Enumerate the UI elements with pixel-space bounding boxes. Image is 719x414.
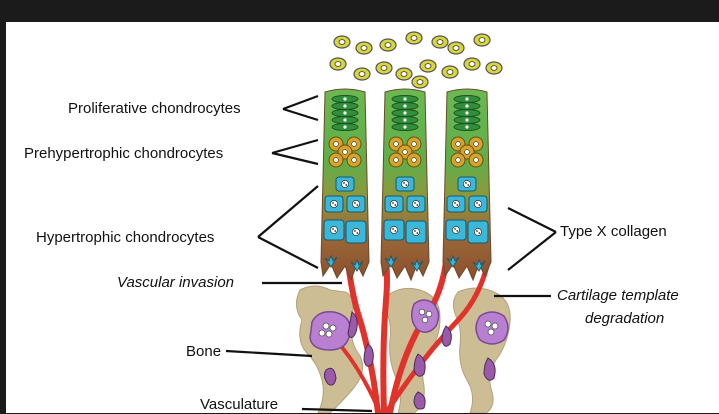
hypertrophic-chondrocyte-icon	[469, 196, 487, 212]
bone-marrow-icon	[412, 300, 439, 332]
resting-chondrocyte-icon	[356, 42, 372, 54]
label-cartilage-template: Cartilage template	[557, 287, 679, 305]
proliferative-chondrocyte-icon	[454, 123, 480, 130]
leader-vasculature	[302, 409, 372, 411]
label-degradation: degradation	[585, 310, 664, 328]
bone-marrow-icon	[476, 312, 508, 344]
prehypertrophic-chondrocyte-icon	[451, 153, 465, 167]
hypertrophic-chondrocyte-icon	[396, 177, 414, 191]
resting-chondrocyte-icon	[442, 66, 458, 78]
leader-hypertrophic	[258, 186, 318, 268]
proliferative-chondrocyte-icon	[392, 109, 418, 116]
hypertrophic-chondrocyte-icon	[458, 177, 476, 191]
hypertrophic-chondrocyte-icon	[346, 221, 366, 243]
leader-bone	[226, 351, 312, 356]
resting-chondrocyte-icon	[464, 58, 480, 70]
hypertrophic-chondrocyte-icon	[447, 196, 465, 212]
proliferative-chondrocyte-icon	[454, 95, 480, 102]
label-type-x-collagen: Type X collagen	[560, 223, 667, 241]
prehypertrophic-chondrocyte-icon	[347, 153, 361, 167]
resting-chondrocyte-icon	[334, 36, 350, 48]
proliferative-chondrocyte-icon	[332, 102, 358, 109]
chondrocyte-column-3	[443, 89, 491, 280]
resting-chondrocyte-icon	[376, 62, 392, 74]
proliferative-chondrocyte-icon	[392, 95, 418, 102]
hypertrophic-chondrocyte-icon	[407, 196, 425, 212]
proliferative-chondrocyte-icon	[454, 116, 480, 123]
resting-chondrocyte-icon	[354, 68, 370, 80]
proliferative-chondrocyte-icon	[454, 109, 480, 116]
label-vasculature: Vasculature	[200, 396, 278, 414]
proliferative-chondrocyte-icon	[332, 116, 358, 123]
hypertrophic-chondrocyte-icon	[325, 196, 343, 212]
vessel-2	[383, 262, 387, 413]
prehypertrophic-chondrocyte-icon	[389, 153, 403, 167]
chondrocyte-columns	[321, 89, 491, 280]
label-prehypertrophic-chondrocytes: Prehypertrophic chondrocytes	[24, 145, 223, 163]
chondrocyte-column-2	[381, 89, 429, 280]
hypertrophic-chondrocyte-icon	[384, 220, 404, 240]
label-hypertrophic-chondrocytes: Hypertrophic chondrocytes	[36, 229, 214, 247]
chondrocyte-column-1	[321, 89, 369, 280]
prehypertrophic-chondrocyte-icon	[469, 153, 483, 167]
hypertrophic-chondrocyte-icon	[324, 220, 344, 240]
resting-chondrocyte-icon	[412, 76, 428, 88]
bone-spicule-right	[453, 288, 510, 413]
proliferative-chondrocyte-icon	[392, 116, 418, 123]
resting-chondrocyte-icon	[406, 32, 422, 44]
resting-chondrocyte-icon	[380, 39, 396, 51]
hypertrophic-chondrocyte-icon	[385, 196, 403, 212]
proliferative-chondrocyte-icon	[332, 109, 358, 116]
bone-marrow-icon	[310, 312, 350, 350]
resting-chondrocyte-icon	[474, 34, 490, 46]
hypertrophic-chondrocyte-icon	[446, 220, 466, 240]
label-bone: Bone	[186, 343, 221, 361]
hypertrophic-chondrocyte-icon	[406, 221, 426, 243]
proliferative-chondrocyte-icon	[454, 102, 480, 109]
resting-chondrocyte-icon	[396, 68, 412, 80]
prehypertrophic-chondrocyte-icon	[329, 153, 343, 167]
proliferative-chondrocyte-icon	[392, 123, 418, 130]
label-proliferative-chondrocytes: Proliferative chondrocytes	[68, 100, 241, 118]
proliferative-chondrocyte-icon	[392, 102, 418, 109]
label-vascular-invasion: Vascular invasion	[117, 274, 234, 292]
leader-prehypertrophic	[272, 140, 318, 164]
leader-type-x	[508, 208, 556, 270]
resting-chondrocyte-icon	[432, 36, 448, 48]
hypertrophic-chondrocyte-icon	[347, 196, 365, 212]
resting-chondrocyte-icon	[486, 62, 502, 74]
resting-chondrocytes	[330, 32, 502, 88]
prehypertrophic-chondrocyte-icon	[407, 153, 421, 167]
resting-chondrocyte-icon	[420, 60, 436, 72]
hypertrophic-chondrocyte-icon	[468, 221, 488, 243]
leader-proliferative	[283, 96, 318, 120]
resting-chondrocyte-icon	[330, 58, 346, 70]
proliferative-chondrocyte-icon	[332, 123, 358, 130]
resting-chondrocyte-icon	[448, 42, 464, 54]
proliferative-chondrocyte-icon	[332, 95, 358, 102]
hypertrophic-chondrocyte-icon	[336, 177, 354, 191]
